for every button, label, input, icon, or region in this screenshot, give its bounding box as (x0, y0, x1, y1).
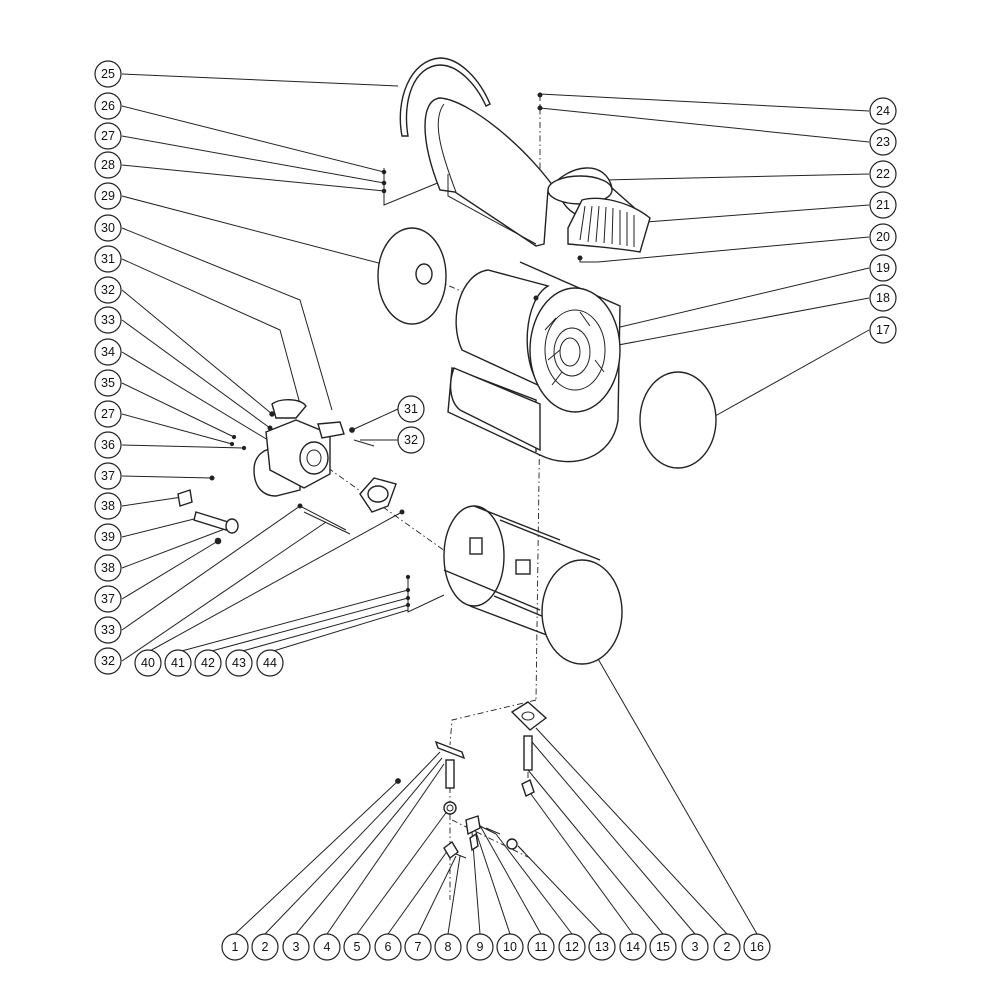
valve-left (443, 801, 457, 815)
callout-7[interactable]: 7 (404, 933, 432, 961)
callout-30[interactable]: 30 (94, 214, 122, 242)
callout-44[interactable]: 44 (256, 649, 284, 677)
callout-33-lower[interactable]: 33 (94, 616, 122, 644)
callout-31[interactable]: 31 (94, 245, 122, 273)
callout-37[interactable]: 37 (94, 462, 122, 490)
callout-38[interactable]: 38 (94, 492, 122, 520)
top-housing-assembly (381, 57, 651, 261)
callout-37-lower[interactable]: 37 (94, 585, 122, 613)
filter-element (193, 511, 229, 531)
combustion-chamber (529, 287, 621, 413)
bracket-left (434, 740, 466, 760)
callout-15[interactable]: 15 (649, 933, 677, 961)
callout-22[interactable]: 22 (869, 160, 897, 188)
end-plate (377, 227, 447, 325)
callout-14[interactable]: 14 (619, 933, 647, 961)
callout-25[interactable]: 25 (94, 60, 122, 88)
callout-3[interactable]: 3 (282, 933, 310, 961)
motor-assembly (177, 399, 405, 545)
standoff-right (523, 735, 533, 771)
callout-9[interactable]: 9 (466, 933, 494, 961)
callout-11[interactable]: 11 (527, 933, 555, 961)
callout-27[interactable]: 27 (94, 122, 122, 150)
callout-28[interactable]: 28 (94, 151, 122, 179)
callout-29[interactable]: 29 (94, 182, 122, 210)
callout-18[interactable]: 18 (869, 284, 897, 312)
callout-40[interactable]: 40 (134, 649, 162, 677)
combustion-chamber-assembly (377, 227, 717, 469)
leader-lines (121, 73, 870, 935)
callout-4[interactable]: 4 (313, 933, 341, 961)
callout-34[interactable]: 34 (94, 338, 122, 366)
callout-12[interactable]: 12 (558, 933, 586, 961)
callout-27-lower[interactable]: 27 (94, 400, 122, 428)
callout-32-right[interactable]: 32 (397, 426, 425, 454)
callout-1[interactable]: 1 (221, 933, 249, 961)
callout-6[interactable]: 6 (374, 933, 402, 961)
mounting-bolt (299, 505, 351, 535)
elbow-fitting (443, 840, 459, 860)
handle-bar (399, 57, 491, 137)
callout-17[interactable]: 17 (869, 316, 897, 344)
callout-20[interactable]: 20 (869, 223, 897, 251)
coupling (317, 421, 345, 439)
callout-41[interactable]: 41 (164, 649, 192, 677)
callout-42[interactable]: 42 (194, 649, 222, 677)
standoff-left (445, 759, 455, 789)
callout-26[interactable]: 26 (94, 92, 122, 120)
callout-24[interactable]: 24 (869, 97, 897, 125)
callout-38-lower[interactable]: 38 (94, 554, 122, 582)
base-cylinder-assembly (405, 505, 623, 665)
nut (506, 838, 518, 850)
front-disc (541, 559, 623, 665)
callout-10[interactable]: 10 (496, 933, 524, 961)
callout-43[interactable]: 43 (225, 649, 253, 677)
callout-2-right[interactable]: 2 (713, 933, 741, 961)
front-cover (639, 371, 717, 469)
callout-39[interactable]: 39 (94, 523, 122, 551)
mount-plate (510, 701, 548, 731)
foot-fitting (521, 779, 535, 797)
callout-31-right[interactable]: 31 (397, 395, 425, 423)
vent-grille (567, 197, 651, 253)
callout-32[interactable]: 32 (94, 276, 122, 304)
callout-33[interactable]: 33 (94, 306, 122, 334)
callout-5[interactable]: 5 (343, 933, 371, 961)
callout-2[interactable]: 2 (251, 933, 279, 961)
callout-19[interactable]: 19 (869, 254, 897, 282)
callout-16[interactable]: 16 (743, 933, 771, 961)
callout-32-lower[interactable]: 32 (94, 647, 122, 675)
fuel-fittings-assembly (395, 701, 548, 860)
callout-3-right[interactable]: 3 (681, 933, 709, 961)
callout-8[interactable]: 8 (434, 933, 462, 961)
nozzle-fitting (177, 489, 193, 507)
callout-36[interactable]: 36 (94, 431, 122, 459)
callout-21[interactable]: 21 (869, 191, 897, 219)
callout-35[interactable]: 35 (94, 369, 122, 397)
fuel-line (479, 825, 501, 835)
callout-13[interactable]: 13 (588, 933, 616, 961)
callout-23[interactable]: 23 (869, 128, 897, 156)
tee-fitting (465, 815, 481, 836)
connector (469, 832, 479, 852)
cage-frame (443, 505, 601, 641)
